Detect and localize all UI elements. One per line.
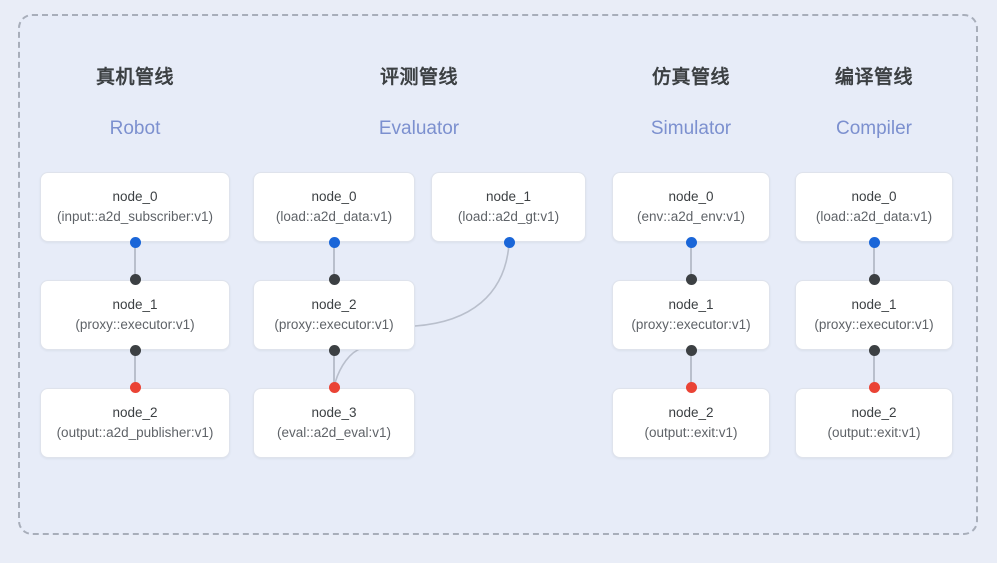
edge-link	[690, 242, 692, 279]
column-header-evaluator: 评测管线 Evaluator	[253, 62, 585, 140]
port-dot-dark[interactable]	[685, 344, 697, 356]
node-spec: (load::a2d_gt:v1)	[457, 209, 560, 224]
node-name: node_0	[851, 189, 897, 204]
port-dot-dark[interactable]	[685, 273, 697, 285]
port-dot-blue[interactable]	[685, 236, 697, 248]
column-subtitle-compiler: Compiler	[835, 118, 913, 139]
port-dot-blue[interactable]	[868, 236, 880, 248]
port-dot-dark[interactable]	[868, 273, 880, 285]
port-dot-dark[interactable]	[129, 273, 141, 285]
node-box[interactable]: node_2(output::a2d_publisher:v1)	[40, 388, 230, 458]
node-box[interactable]: node_0(input::a2d_subscriber:v1)	[40, 172, 230, 242]
column-subtitle-evaluator: Evaluator	[378, 118, 460, 139]
port-dot-blue[interactable]	[328, 236, 340, 248]
node-spec: (output::exit:v1)	[644, 425, 738, 440]
node-spec: (env::a2d_env:v1)	[636, 209, 746, 224]
node-name: node_1	[668, 297, 714, 312]
node-box[interactable]: node_2(proxy::executor:v1)	[253, 280, 415, 350]
node-name: node_1	[112, 297, 158, 312]
node-spec: (input::a2d_subscriber:v1)	[56, 209, 214, 224]
edge-link	[690, 350, 692, 387]
column-subtitle-simulator: Simulator	[650, 118, 732, 139]
node-name: node_2	[112, 405, 158, 420]
node-box[interactable]: node_3(eval::a2d_eval:v1)	[253, 388, 415, 458]
edge-link	[134, 242, 136, 279]
port-dot-blue[interactable]	[129, 236, 141, 248]
node-spec: (load::a2d_data:v1)	[275, 209, 393, 224]
node-name: node_2	[851, 405, 897, 420]
port-dot-blue[interactable]	[503, 236, 515, 248]
edge-link	[134, 350, 136, 387]
column-header-robot: 真机管线 Robot	[40, 62, 230, 140]
node-spec: (output::exit:v1)	[827, 425, 921, 440]
node-name: node_2	[668, 405, 714, 420]
node-name: node_0	[668, 189, 714, 204]
column-header-compiler: 编译管线 Compiler	[795, 62, 953, 140]
node-box[interactable]: node_1(proxy::executor:v1)	[612, 280, 770, 350]
node-spec: (output::a2d_publisher:v1)	[56, 425, 214, 440]
column-title-robot: 真机管线	[95, 67, 174, 88]
node-spec: (proxy::executor:v1)	[274, 317, 394, 332]
node-box[interactable]: node_2(output::exit:v1)	[795, 388, 953, 458]
edge-link	[873, 350, 875, 387]
node-box[interactable]: node_0(env::a2d_env:v1)	[612, 172, 770, 242]
node-box[interactable]: node_1(proxy::executor:v1)	[795, 280, 953, 350]
node-box[interactable]: node_1(proxy::executor:v1)	[40, 280, 230, 350]
port-dot-dark[interactable]	[129, 344, 141, 356]
port-dot-dark[interactable]	[868, 344, 880, 356]
node-spec: (eval::a2d_eval:v1)	[276, 425, 392, 440]
column-subtitle-robot: Robot	[109, 118, 161, 139]
node-spec: (proxy::executor:v1)	[75, 317, 195, 332]
port-dot-red[interactable]	[685, 381, 697, 393]
node-name: node_1	[851, 297, 897, 312]
column-title-simulator: 仿真管线	[651, 67, 730, 88]
node-spec: (load::a2d_data:v1)	[815, 209, 933, 224]
column-header-simulator: 仿真管线 Simulator	[612, 62, 770, 140]
port-dot-dark[interactable]	[328, 273, 340, 285]
node-name: node_1	[485, 189, 532, 204]
edge-link	[873, 242, 875, 279]
port-dot-red[interactable]	[328, 381, 340, 393]
node-box[interactable]: node_2(output::exit:v1)	[612, 388, 770, 458]
node-box[interactable]: node_0(load::a2d_data:v1)	[253, 172, 415, 242]
node-name: node_0	[311, 189, 357, 204]
node-name: node_2	[311, 297, 357, 312]
node-spec: (proxy::executor:v1)	[631, 317, 751, 332]
edge-link	[333, 350, 335, 387]
node-name: node_3	[311, 405, 357, 420]
edge-link	[333, 242, 335, 279]
node-spec: (proxy::executor:v1)	[814, 317, 934, 332]
port-dot-red[interactable]	[129, 381, 141, 393]
node-name: node_0	[112, 189, 158, 204]
node-box[interactable]: node_0(load::a2d_data:v1)	[795, 172, 953, 242]
node-box[interactable]: node_1(load::a2d_gt:v1)	[431, 172, 586, 242]
column-title-evaluator: 评测管线	[379, 67, 458, 88]
column-title-compiler: 编译管线	[834, 67, 913, 88]
port-dot-dark[interactable]	[328, 344, 340, 356]
port-dot-red[interactable]	[868, 381, 880, 393]
